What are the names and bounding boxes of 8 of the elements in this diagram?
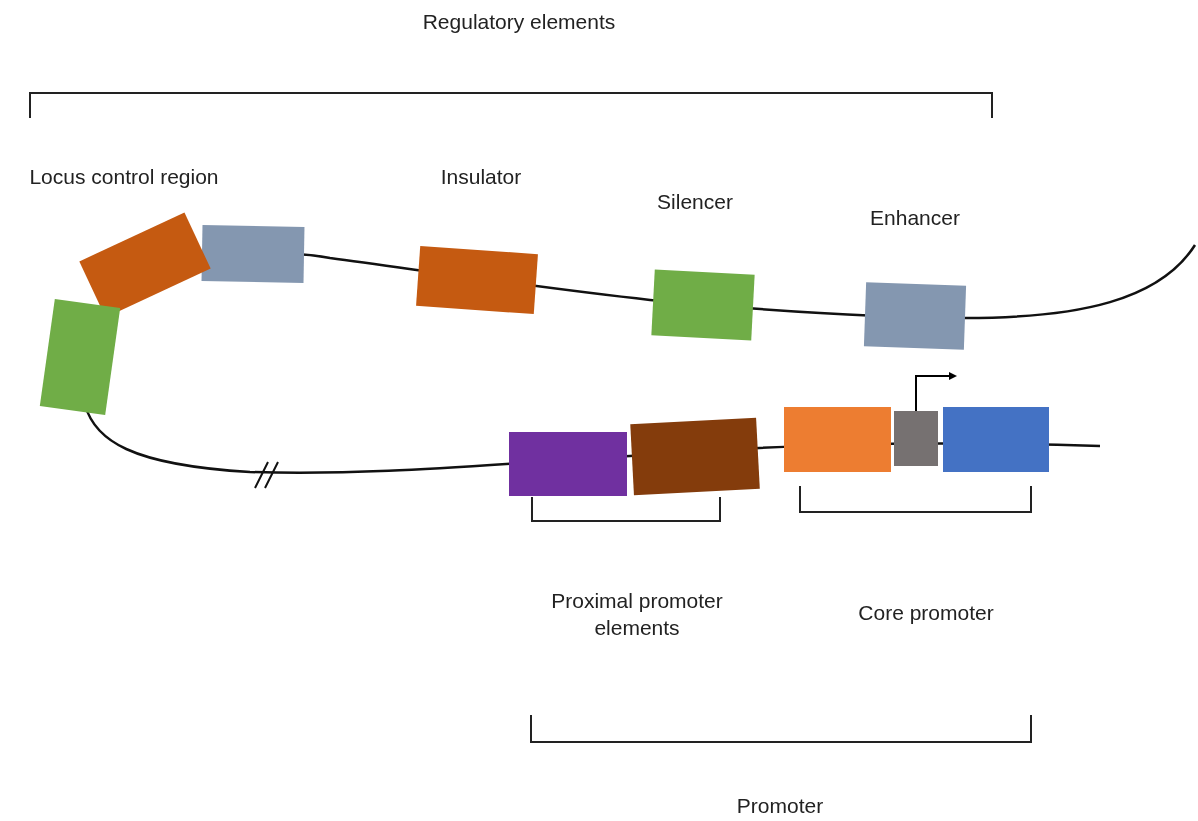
element-label: Silencer [657, 189, 733, 216]
group-label: Promoter [736, 793, 824, 820]
group-label: Core promoter [858, 600, 994, 627]
element-label: Enhancer [870, 205, 960, 232]
group-label: Regulatory elements [422, 9, 616, 36]
element-label: Insulator [440, 164, 522, 191]
element-label: Locus control region [29, 164, 219, 191]
group-label: Proximal promoter elements [550, 587, 724, 641]
